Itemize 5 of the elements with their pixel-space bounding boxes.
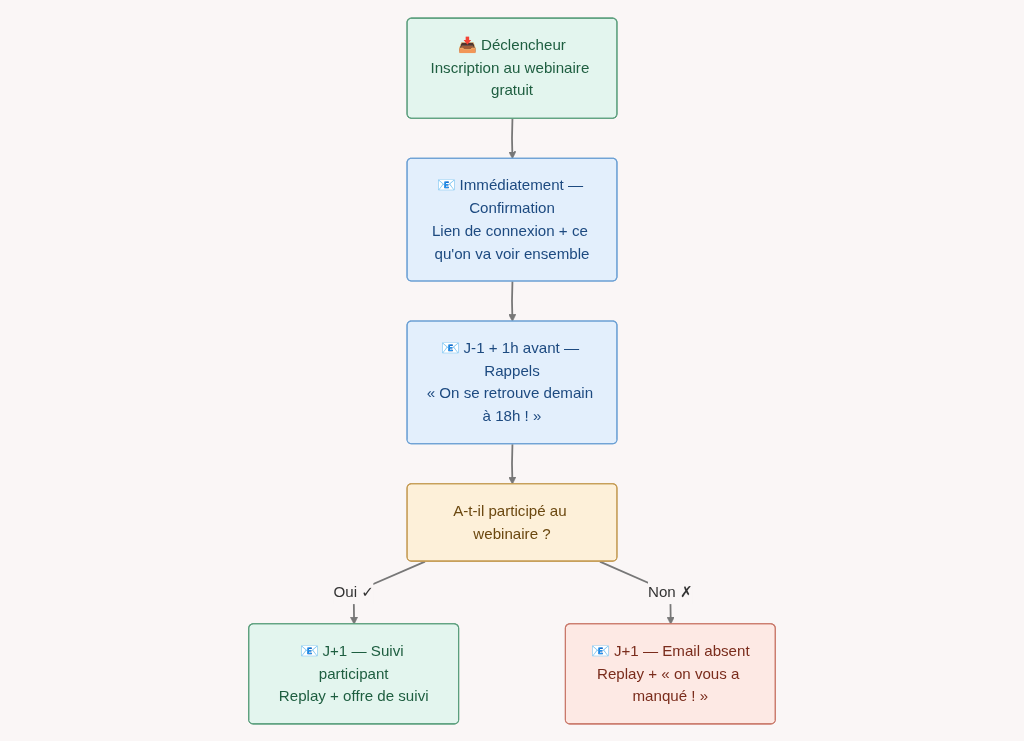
arrow <box>508 280 517 322</box>
edge-label: Oui ✓ <box>333 583 374 601</box>
arrow <box>508 117 517 159</box>
edge-label: Non ✗ <box>648 583 693 601</box>
arrow <box>508 442 517 485</box>
